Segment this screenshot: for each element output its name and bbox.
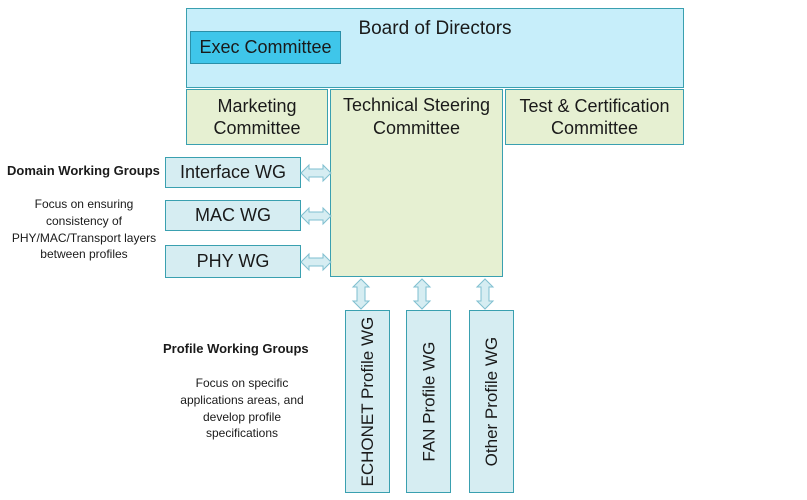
domain-heading: Domain Working Groups	[7, 163, 160, 178]
arrow-mac-tsc	[300, 207, 332, 225]
interface-wg-label: Interface WG	[179, 162, 287, 183]
mac-wg-label: MAC WG	[195, 205, 271, 226]
interface-wg: Interface WG	[165, 157, 301, 188]
technical-steering-committee: Technical Steering Committee	[330, 89, 503, 277]
mac-wg: MAC WG	[165, 200, 301, 231]
arrow-interface-tsc	[300, 164, 332, 182]
arrow-fan-tsc	[413, 278, 431, 310]
test-certification-committee: Test & Certification Committee	[505, 89, 684, 145]
domain-desc: Focus on ensuring consistency of PHY/MAC…	[11, 197, 157, 262]
echonet-profile-wg: ECHONET Profile WG	[345, 310, 390, 493]
arrow-echonet-tsc	[352, 278, 370, 310]
arrow-phy-tsc	[300, 253, 332, 271]
arrow-other-tsc	[476, 278, 494, 310]
marketing-label: Marketing Committee	[213, 95, 301, 139]
exec-committee: Exec Committee	[190, 31, 341, 64]
exec-label: Exec Committee	[199, 37, 332, 58]
phy-wg: PHY WG	[165, 245, 301, 278]
technical-label: Technical Steering Committee	[342, 95, 491, 138]
other-profile-wg: Other Profile WG	[469, 310, 514, 493]
phy-wg-label: PHY WG	[196, 251, 270, 272]
board-label: Board of Directors	[358, 18, 512, 39]
profile-heading: Profile Working Groups	[163, 341, 309, 356]
marketing-committee: Marketing Committee	[186, 89, 328, 145]
test-label: Test & Certification Committee	[519, 95, 670, 139]
profile-desc: Focus on specific applications areas, an…	[180, 376, 304, 441]
fan-profile-wg: FAN Profile WG	[406, 310, 451, 493]
